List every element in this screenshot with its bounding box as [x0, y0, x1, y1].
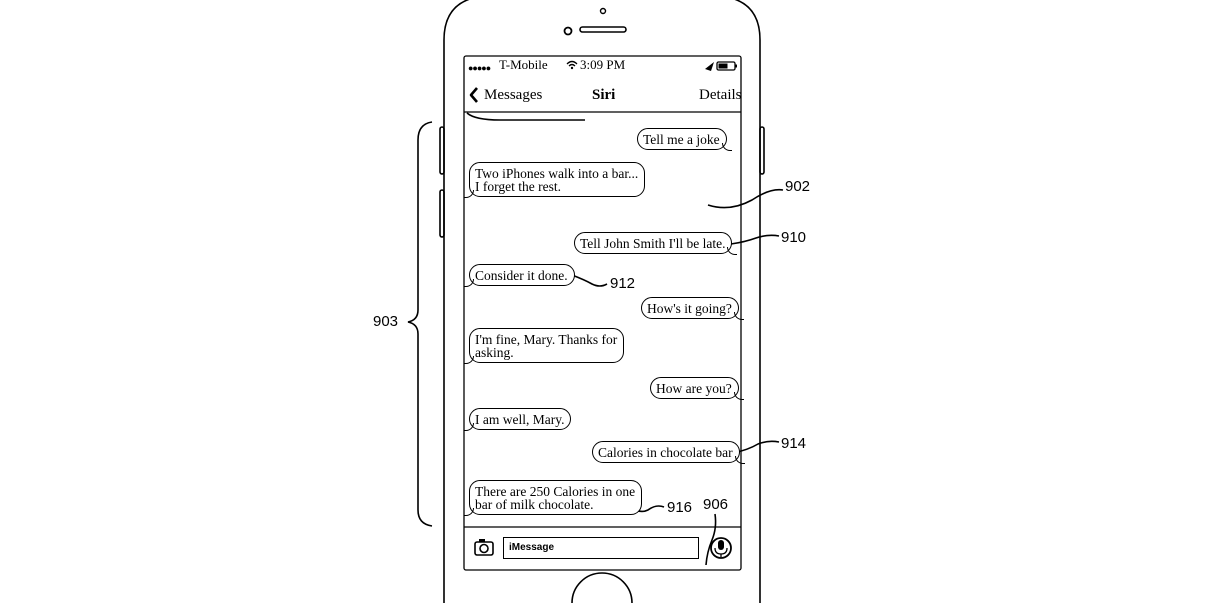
message-text: How's it going?: [647, 301, 732, 316]
message-text: Consider it done.: [475, 268, 568, 283]
camera-icon: [474, 539, 494, 556]
message-input[interactable]: iMessage: [503, 537, 699, 559]
ref-916: 916: [667, 499, 693, 516]
leader-902: [707, 188, 784, 209]
message-text-line: Two iPhones walk into a bar...: [475, 166, 639, 181]
message-bubble-request-910: Tell John Smith I'll be late.: [574, 232, 738, 255]
side-button-top: [439, 126, 445, 175]
proximity-sensor: [599, 7, 607, 15]
message-bubble-outgoing: Tell me a joke: [637, 128, 732, 151]
message-bubble-outgoing: How are you?: [650, 377, 744, 400]
scrolled-bubble-edge: [466, 112, 585, 121]
details-button[interactable]: Details: [699, 87, 742, 103]
message-text-line: I forget the rest.: [475, 179, 561, 194]
clock: 3:09 PM: [580, 57, 626, 72]
bracket-903: [407, 121, 433, 527]
back-button[interactable]: Messages: [484, 87, 543, 103]
signal-dots: ●●●●●: [468, 63, 491, 73]
message-bubble-outgoing: How's it going?: [641, 297, 744, 320]
message-text-line: I'm fine, Mary. Thanks for: [475, 332, 618, 347]
message-text: Tell John Smith I'll be late.: [580, 236, 726, 251]
message-text: How are you?: [656, 381, 732, 396]
ref-902: 902: [785, 178, 811, 195]
home-button: [571, 572, 633, 603]
message-bubble-incoming: I am well, Mary.: [463, 408, 572, 431]
message-text-line: asking.: [475, 345, 514, 360]
side-button-bottom: [439, 189, 445, 238]
power-button: [759, 126, 765, 175]
earpiece: [579, 26, 627, 33]
conversation-title: Siri: [592, 87, 616, 103]
message-bubble-response-912: Consider it done.: [464, 264, 575, 287]
message-text: Tell me a joke: [643, 132, 720, 147]
leader-912: [571, 274, 608, 287]
location-arrow-icon: [705, 62, 714, 71]
message-text-line: bar of milk chocolate.: [475, 497, 594, 512]
message-input-placeholder: iMessage: [509, 542, 555, 553]
wifi-icon: [566, 60, 578, 70]
ref-910: 910: [781, 229, 807, 246]
ref-906: 906: [703, 496, 729, 513]
ref-903: 903: [373, 313, 399, 330]
front-camera: [563, 26, 573, 36]
message-text: I am well, Mary.: [475, 412, 565, 427]
chevron-left-icon: [469, 87, 478, 103]
ref-914: 914: [781, 435, 807, 452]
leader-906: [705, 513, 717, 566]
message-bubble-incoming: Two iPhones walk into a bar...I forget t…: [463, 162, 646, 198]
microphone-icon: [710, 537, 732, 559]
ref-912: 912: [610, 275, 636, 292]
leader-910: [730, 234, 780, 245]
message-text: Calories in chocolate bar: [598, 445, 733, 460]
battery-icon: [716, 61, 737, 71]
message-bubble-request-914: Calories in chocolate bar: [592, 441, 745, 464]
phone-body: [443, 0, 761, 603]
message-text-line: There are 250 Calories in one: [475, 484, 636, 499]
leader-914: [732, 440, 780, 454]
carrier-label: T-Mobile: [499, 57, 548, 72]
